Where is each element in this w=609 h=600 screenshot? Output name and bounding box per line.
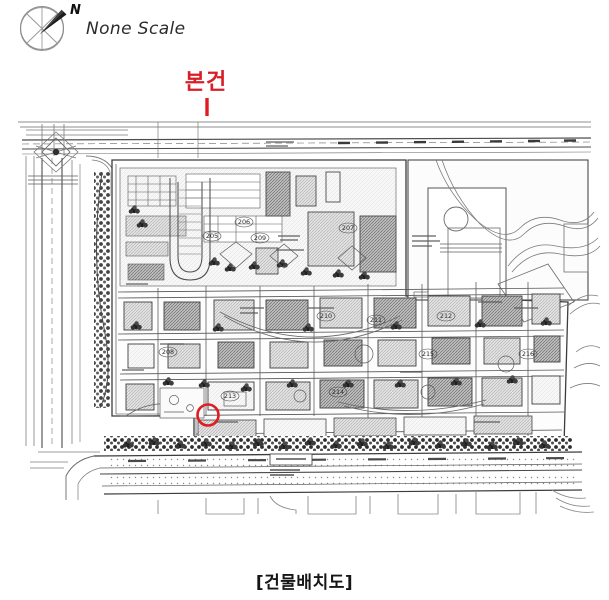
svg-text:209: 209 <box>254 234 266 242</box>
north-arrow-compass-icon: N <box>14 2 92 54</box>
svg-text:206: 206 <box>238 218 250 226</box>
playground-plaza <box>159 344 515 419</box>
svg-text:214: 214 <box>332 388 344 396</box>
building-number-labels: 205 206 207 208 209 210 211 212 213 214 … <box>158 216 538 402</box>
west-boundary-road <box>25 156 81 448</box>
svg-text:208: 208 <box>162 348 174 356</box>
svg-text:205: 205 <box>206 232 218 240</box>
figure-header: N None Scale <box>0 0 609 60</box>
apartment-block-row <box>117 282 565 446</box>
drawing-microtext <box>122 141 538 423</box>
south-arterial-road <box>30 451 583 500</box>
compass-north-letter: N <box>70 3 81 18</box>
svg-text:212: 212 <box>440 312 452 320</box>
building-layout-site-plan: 205 206 207 208 209 210 211 212 213 214 … <box>8 116 601 516</box>
svg-text:216: 216 <box>522 350 534 358</box>
scale-note-label: None Scale <box>86 19 186 39</box>
south-parcels <box>157 489 595 515</box>
svg-text:213: 213 <box>224 392 236 400</box>
svg-text:215: 215 <box>422 350 434 358</box>
svg-text:207: 207 <box>342 224 354 232</box>
open-lot-east <box>407 159 589 301</box>
subject-property-label: 본건 <box>184 70 228 95</box>
tree-line-south <box>104 436 572 451</box>
figure-caption: [건물배치도] <box>255 573 354 593</box>
west-tree-buffer <box>94 171 110 409</box>
subject-highlight-circle <box>194 401 222 429</box>
svg-text:211: 211 <box>370 316 382 324</box>
svg-text:210: 210 <box>320 312 332 320</box>
north-road-furniture <box>337 139 577 145</box>
northwest-block <box>119 167 397 287</box>
west-crosswalk-marks <box>28 175 78 185</box>
north-boundary-road <box>18 121 592 158</box>
contour-area-east <box>435 159 601 389</box>
